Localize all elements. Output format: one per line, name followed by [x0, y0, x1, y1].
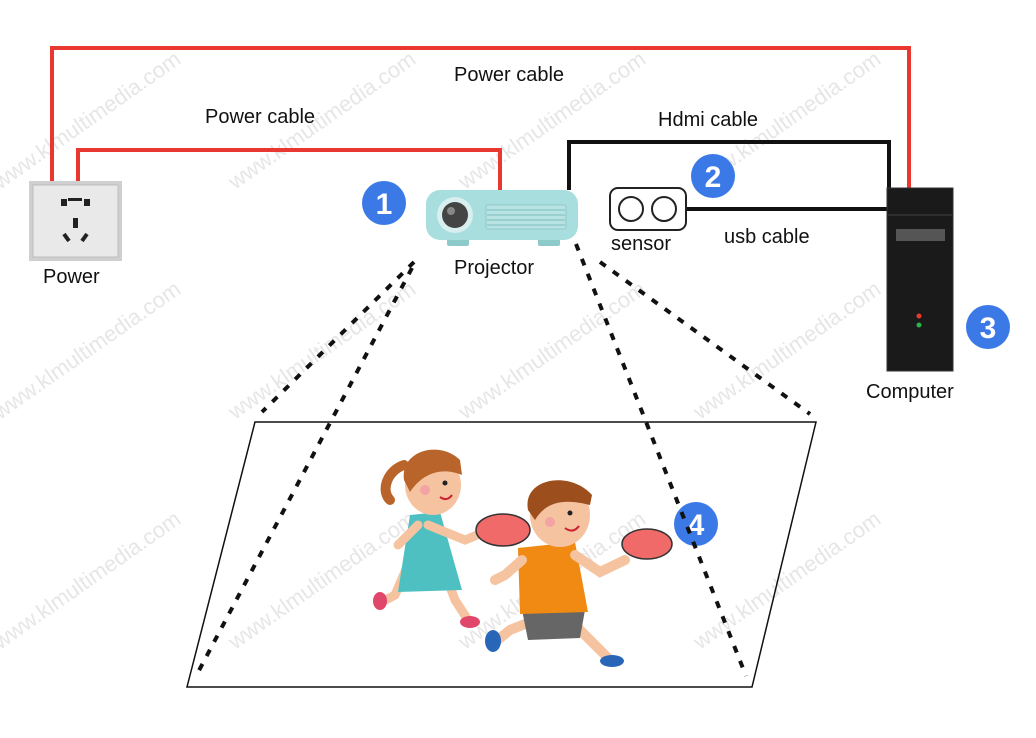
badge-4: 4: [674, 502, 718, 546]
hdmi-cable: [567, 140, 891, 190]
boy-figure: [485, 480, 673, 667]
beam-outer-left: [260, 260, 416, 414]
projector-label: Projector: [454, 257, 534, 279]
sensor-icon: [609, 187, 687, 231]
badge-1: 1: [362, 181, 406, 225]
power-label: Power: [43, 266, 100, 288]
badge-2: 2: [691, 154, 735, 198]
watermark: www.klmultimedia.com: [223, 276, 420, 425]
watermark: www.klmultimedia.com: [453, 276, 650, 425]
badge-2-number: 2: [705, 161, 722, 194]
beam-outer-right: [598, 260, 812, 416]
power-cable-inner-label: Power cable: [205, 106, 315, 128]
badge-1-number: 1: [376, 188, 393, 221]
badge-4-number: 4: [688, 509, 705, 542]
badge-3-number: 3: [980, 312, 997, 345]
beam-inner-left: [193, 267, 414, 679]
watermark: www.klmultimedia.com: [223, 506, 420, 655]
computer-icon: [886, 187, 954, 372]
badge-3: 3: [966, 305, 1010, 349]
watermark: www.klmultimedia.com: [0, 506, 185, 655]
power-outlet-icon: [29, 181, 122, 261]
power-cable-inner: [76, 148, 502, 190]
projection-beams: [193, 243, 812, 679]
power-cable-top-label: Power cable: [454, 64, 564, 86]
usb-cable-label: usb cable: [724, 226, 810, 248]
watermark: www.klmultimedia.com: [0, 46, 185, 195]
watermark: www.klmultimedia.com: [0, 276, 185, 425]
projector-icon: [426, 190, 578, 246]
sensor-label: sensor: [611, 233, 671, 255]
watermark: www.klmultimedia.com: [688, 276, 885, 425]
power-cable-outer: [50, 46, 911, 190]
girl-figure: [373, 449, 531, 628]
hdmi-cable-label: Hdmi cable: [658, 109, 758, 131]
beam-inner-right: [574, 243, 748, 677]
computer-label: Computer: [866, 381, 954, 403]
projection-area: [186, 421, 817, 688]
kids-playing-illustration: [373, 449, 673, 667]
